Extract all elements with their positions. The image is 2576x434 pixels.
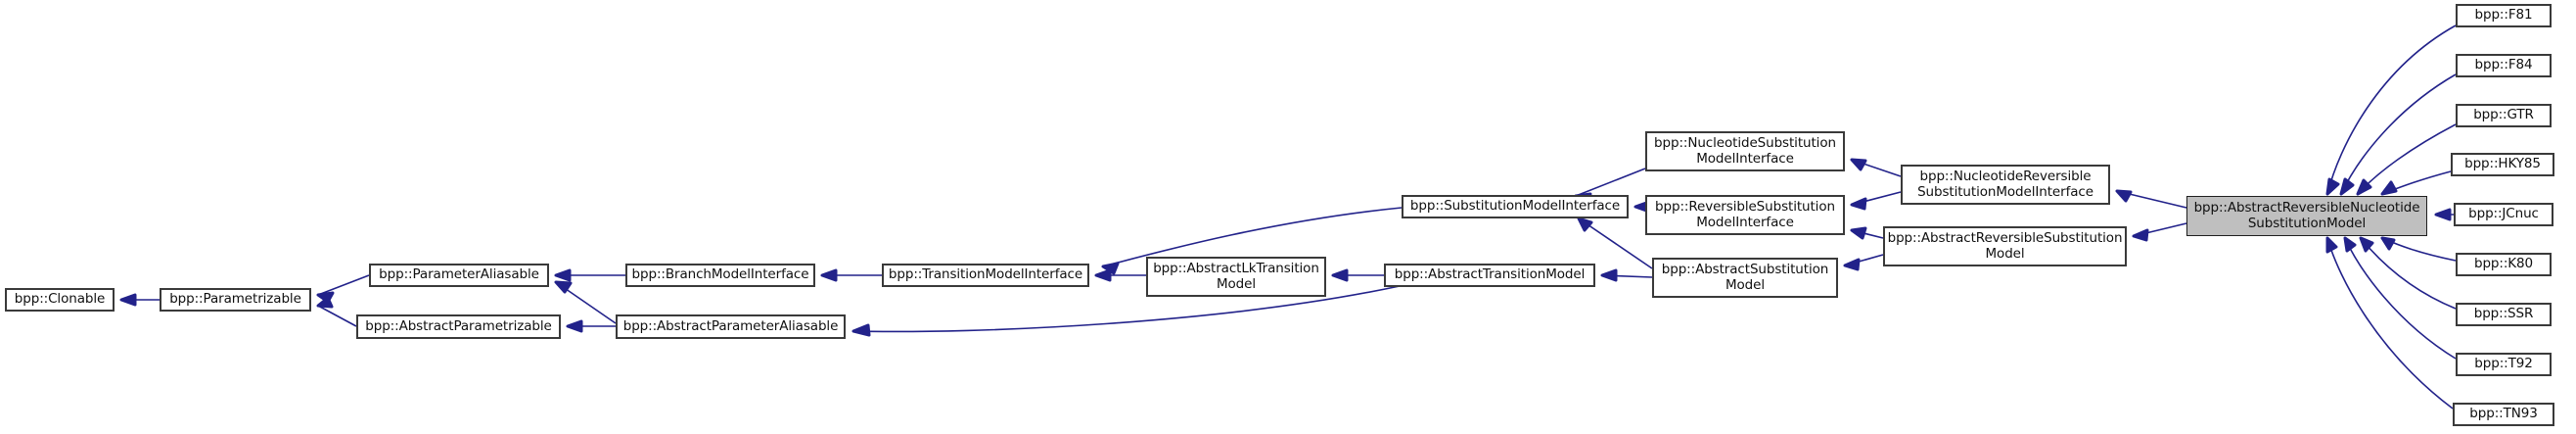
class-node-absparametriz[interactable]: bpp::AbstractParametrizable bbox=[356, 314, 561, 339]
arrow-head-icon bbox=[820, 268, 838, 282]
class-node-absrevsubmodel[interactable]: bpp::AbstractReversibleSubstitution Mode… bbox=[1883, 226, 2127, 266]
inheritance-edge bbox=[1844, 254, 1884, 266]
arrow-head-icon bbox=[2343, 236, 2357, 253]
arrow-head-icon bbox=[1600, 268, 1618, 282]
class-node-clonable[interactable]: bpp::Clonable bbox=[5, 288, 115, 312]
class-node-label: bpp::Parametrizable bbox=[169, 291, 301, 308]
class-node-label: bpp::ReversibleSubstitution ModelInterfa… bbox=[1655, 199, 1835, 230]
arrow-head-icon bbox=[2325, 177, 2340, 196]
inheritance-edge bbox=[317, 274, 370, 296]
arrow-head-icon bbox=[2380, 180, 2398, 196]
arrow-head-icon bbox=[2356, 178, 2372, 196]
inheritance-edge bbox=[2344, 237, 2457, 360]
class-node-branchmodel[interactable]: bpp::BranchModelInterface bbox=[625, 264, 815, 287]
class-node-label: bpp::GTR bbox=[2473, 107, 2534, 123]
arrow-head-icon bbox=[1094, 268, 1112, 282]
class-node-paramaliasable[interactable]: bpp::ParameterAliasable bbox=[369, 264, 549, 287]
arrow-head-icon bbox=[1331, 268, 1349, 282]
class-node-label: bpp::TransitionModelInterface bbox=[888, 266, 1083, 283]
class-node-abstransmodel[interactable]: bpp::AbstractTransitionModel bbox=[1384, 264, 1595, 287]
inheritance-edge bbox=[2357, 123, 2457, 195]
arrow-head-icon bbox=[1850, 158, 1867, 171]
arrow-head-icon bbox=[1577, 217, 1593, 232]
inheritance-edge bbox=[555, 281, 617, 324]
class-node-tn93[interactable]: bpp::TN93 bbox=[2453, 403, 2554, 426]
class-node-label: bpp::ParameterAliasable bbox=[379, 266, 539, 283]
arrow-head-icon bbox=[316, 291, 335, 304]
arrow-head-icon bbox=[119, 293, 137, 307]
class-node-label: bpp::JCnuc bbox=[2468, 206, 2539, 222]
arrow-head-icon bbox=[1850, 197, 1867, 211]
class-node-revsubmodelint[interactable]: bpp::ReversibleSubstitution ModelInterfa… bbox=[1645, 195, 1845, 235]
inheritance-edge bbox=[1601, 274, 1653, 278]
class-node-parametrizable[interactable]: bpp::Parametrizable bbox=[160, 288, 311, 312]
class-node-label: bpp::NucleotideReversible SubstitutionMo… bbox=[1917, 169, 2093, 200]
class-node-label: bpp::SubstitutionModelInterface bbox=[1409, 198, 1621, 215]
class-node-jcnuc[interactable]: bpp::JCnuc bbox=[2454, 203, 2553, 226]
class-node-label: bpp::Clonable bbox=[14, 291, 106, 308]
arrow-head-icon bbox=[2339, 177, 2355, 196]
class-node-label: bpp::AbstractReversibleSubstitution Mode… bbox=[1887, 230, 2123, 262]
inheritance-edge bbox=[1851, 159, 1902, 177]
class-node-ssr[interactable]: bpp::SSR bbox=[2456, 303, 2552, 326]
class-node-label: bpp::AbstractParameterAliasable bbox=[622, 317, 839, 334]
inheritance-edge bbox=[2340, 73, 2457, 195]
class-node-label: bpp::AbstractLkTransition Model bbox=[1153, 261, 1319, 292]
inheritance-edge bbox=[2133, 222, 2187, 237]
arrow-head-icon bbox=[2434, 208, 2452, 221]
inheritance-edge bbox=[1575, 168, 1646, 197]
arrow-head-icon bbox=[554, 280, 573, 294]
class-node-label: bpp::AbstractSubstitution Model bbox=[1661, 262, 1829, 293]
arrow-head-icon bbox=[2132, 228, 2149, 242]
class-node-label: bpp::F84 bbox=[2474, 57, 2533, 73]
arrow-head-icon bbox=[2115, 189, 2133, 203]
class-node-label: bpp::NucleotideSubstitution ModelInterfa… bbox=[1654, 135, 1836, 167]
class-node-label: bpp::AbstractReversibleNucleotide Substi… bbox=[2193, 200, 2420, 231]
class-node-abssubmodel[interactable]: bpp::AbstractSubstitution Model bbox=[1652, 258, 1838, 298]
inheritance-edge bbox=[1578, 217, 1653, 269]
class-node-f84[interactable]: bpp::F84 bbox=[2456, 54, 2552, 77]
inheritance-edge bbox=[2381, 170, 2452, 195]
arrow-head-icon bbox=[1101, 262, 1120, 275]
inheritance-edge bbox=[2381, 237, 2457, 262]
arrow-head-icon bbox=[2325, 236, 2338, 254]
class-node-label: bpp::AbstractTransitionModel bbox=[1394, 266, 1586, 283]
inheritance-edge bbox=[2116, 190, 2187, 209]
class-node-nucrevsubint[interactable]: bpp::NucleotideReversible SubstitutionMo… bbox=[1901, 165, 2110, 205]
class-node-label: bpp::HKY85 bbox=[2464, 156, 2541, 172]
inheritance-edge bbox=[2326, 24, 2457, 195]
arrow-head-icon bbox=[566, 319, 583, 333]
inheritance-edge bbox=[2326, 237, 2454, 410]
arrow-head-icon bbox=[851, 323, 871, 337]
inheritance-edge bbox=[1851, 229, 1884, 239]
class-node-abslktrans[interactable]: bpp::AbstractLkTransition Model bbox=[1146, 257, 1326, 297]
class-node-label: bpp::AbstractParametrizable bbox=[365, 317, 552, 334]
class-node-submodelint[interactable]: bpp::SubstitutionModelInterface bbox=[1402, 195, 1629, 218]
class-node-t92[interactable]: bpp::T92 bbox=[2456, 353, 2552, 376]
class-node-absparamalias[interactable]: bpp::AbstractParameterAliasable bbox=[616, 314, 846, 339]
class-node-k80[interactable]: bpp::K80 bbox=[2456, 253, 2552, 276]
arrow-head-icon bbox=[2359, 236, 2374, 253]
class-node-label: bpp::F81 bbox=[2474, 7, 2533, 24]
class-node-label: bpp::BranchModelInterface bbox=[631, 266, 809, 283]
class-node-label: bpp::SSR bbox=[2473, 306, 2534, 322]
class-node-gtr[interactable]: bpp::GTR bbox=[2456, 104, 2552, 127]
inheritance-edge bbox=[1851, 191, 1902, 206]
arrow-head-icon bbox=[1843, 258, 1861, 271]
arrow-head-icon bbox=[2380, 236, 2396, 251]
arrow-head-icon bbox=[316, 296, 334, 309]
class-node-transmodelint[interactable]: bpp::TransitionModelInterface bbox=[882, 264, 1089, 287]
inheritance-edge bbox=[317, 305, 357, 327]
class-node-label: bpp::TN93 bbox=[2469, 406, 2538, 422]
arrow-head-icon bbox=[554, 268, 572, 282]
class-node-target[interactable]: bpp::AbstractReversibleNucleotide Substi… bbox=[2186, 196, 2427, 236]
arrow-head-icon bbox=[1850, 226, 1867, 240]
class-node-f81[interactable]: bpp::F81 bbox=[2456, 4, 2552, 27]
inheritance-edge bbox=[2360, 237, 2457, 310]
class-node-label: bpp::T92 bbox=[2474, 356, 2533, 372]
class-node-hky85[interactable]: bpp::HKY85 bbox=[2451, 153, 2554, 176]
class-node-label: bpp::K80 bbox=[2473, 256, 2534, 272]
class-node-nucsubmodelint[interactable]: bpp::NucleotideSubstitution ModelInterfa… bbox=[1645, 131, 1845, 171]
